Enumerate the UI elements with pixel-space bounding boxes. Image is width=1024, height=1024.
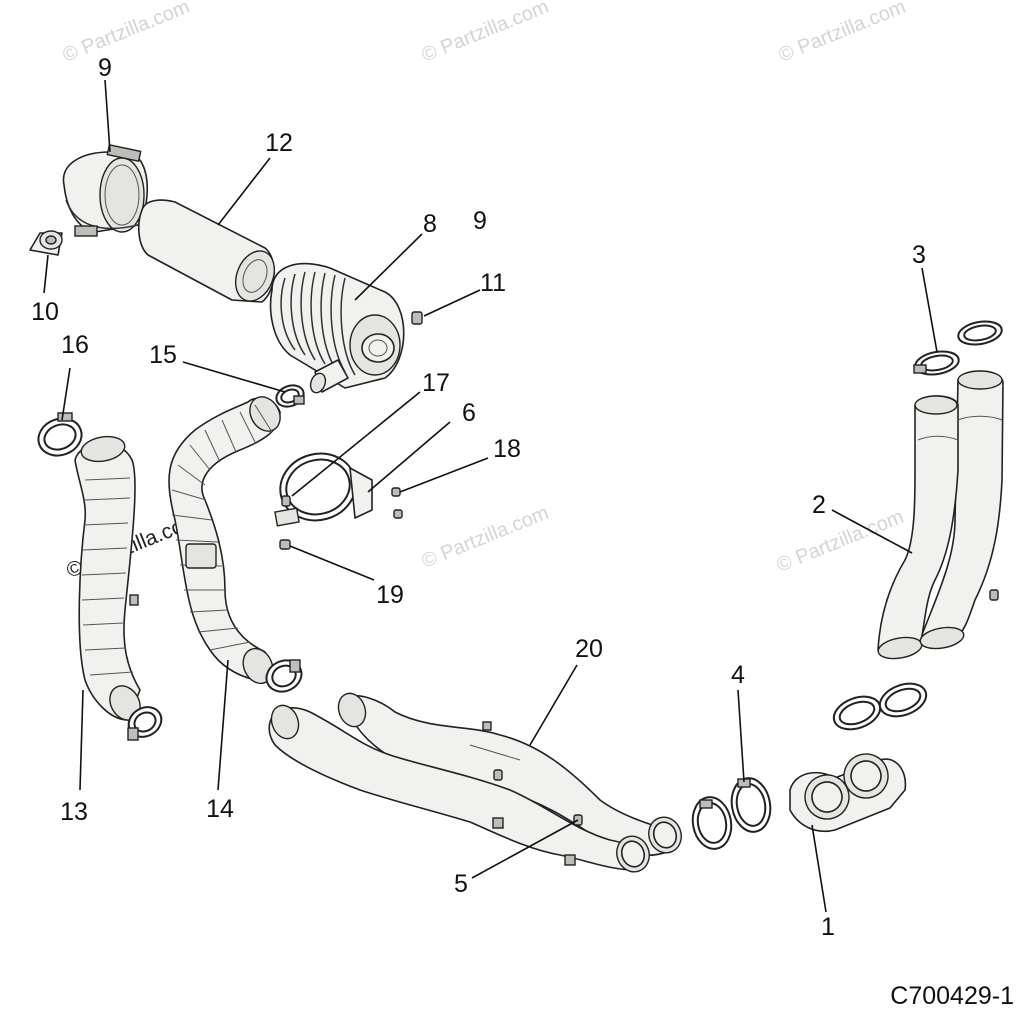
part-bracket-nut	[279, 539, 291, 550]
part-air-box-bracket	[274, 452, 373, 527]
callout-12: 12	[265, 129, 293, 157]
part-bracket-screw	[391, 487, 403, 519]
part-air-box-housing	[269, 262, 405, 394]
diagram-code: C700429-1	[890, 982, 1014, 1010]
watermark: © Partzilla.com	[60, 0, 193, 67]
callout-5: 5	[454, 870, 468, 898]
part-intake-tube-twin	[268, 692, 682, 873]
callout-13: 13	[60, 798, 88, 826]
callout-labels: 9 12 8 9 11 10 16 15 17 6 18 3 2 19 20 4…	[31, 54, 926, 941]
part-coupler-clamp	[691, 777, 772, 850]
part-duct-clamps	[832, 682, 928, 731]
part-vent-screw	[411, 311, 423, 325]
callout-8: 8	[423, 210, 437, 238]
callout-20: 20	[575, 635, 603, 663]
callout-9-cover: 9	[473, 207, 487, 235]
callout-18: 18	[493, 435, 521, 463]
callout-4: 4	[731, 661, 745, 689]
watermark: © Partzilla.com	[774, 506, 907, 577]
callout-14: 14	[206, 795, 234, 823]
part-twin-coupler	[789, 753, 907, 832]
part-dust-valve	[29, 230, 63, 256]
part-bracket-bolt	[281, 495, 291, 507]
callout-6: 6	[462, 399, 476, 427]
callout-3: 3	[912, 241, 926, 269]
part-intake-duct-y	[877, 370, 1004, 660]
part-hose-clamp-13	[127, 706, 163, 741]
watermark: © Partzilla.com	[776, 0, 909, 67]
callout-19: 19	[376, 581, 404, 609]
part-intake-clamp-upper	[913, 320, 1003, 376]
part-air-filter-housing-clamp	[62, 143, 149, 237]
watermark: © Partzilla.com	[419, 0, 552, 67]
callout-2: 2	[812, 491, 826, 519]
callout-17: 17	[422, 369, 450, 397]
callout-9-clamp: 9	[98, 54, 112, 82]
part-hose-clamp-center	[275, 384, 305, 408]
part-intake-hose-center	[168, 396, 281, 685]
part-hose-clamp-14	[265, 659, 303, 693]
watermark: © Partzilla.com	[419, 502, 552, 573]
callout-10: 10	[31, 298, 59, 326]
callout-11: 11	[480, 269, 506, 297]
callout-15: 15	[149, 341, 177, 369]
leader-lines	[43, 79, 938, 913]
callout-1: 1	[821, 913, 835, 941]
callout-16: 16	[61, 331, 89, 359]
part-air-filter-cleaner-element	[138, 199, 276, 303]
part-intake-hose-left	[74, 435, 141, 721]
part-hose-clamp-left	[37, 412, 83, 457]
